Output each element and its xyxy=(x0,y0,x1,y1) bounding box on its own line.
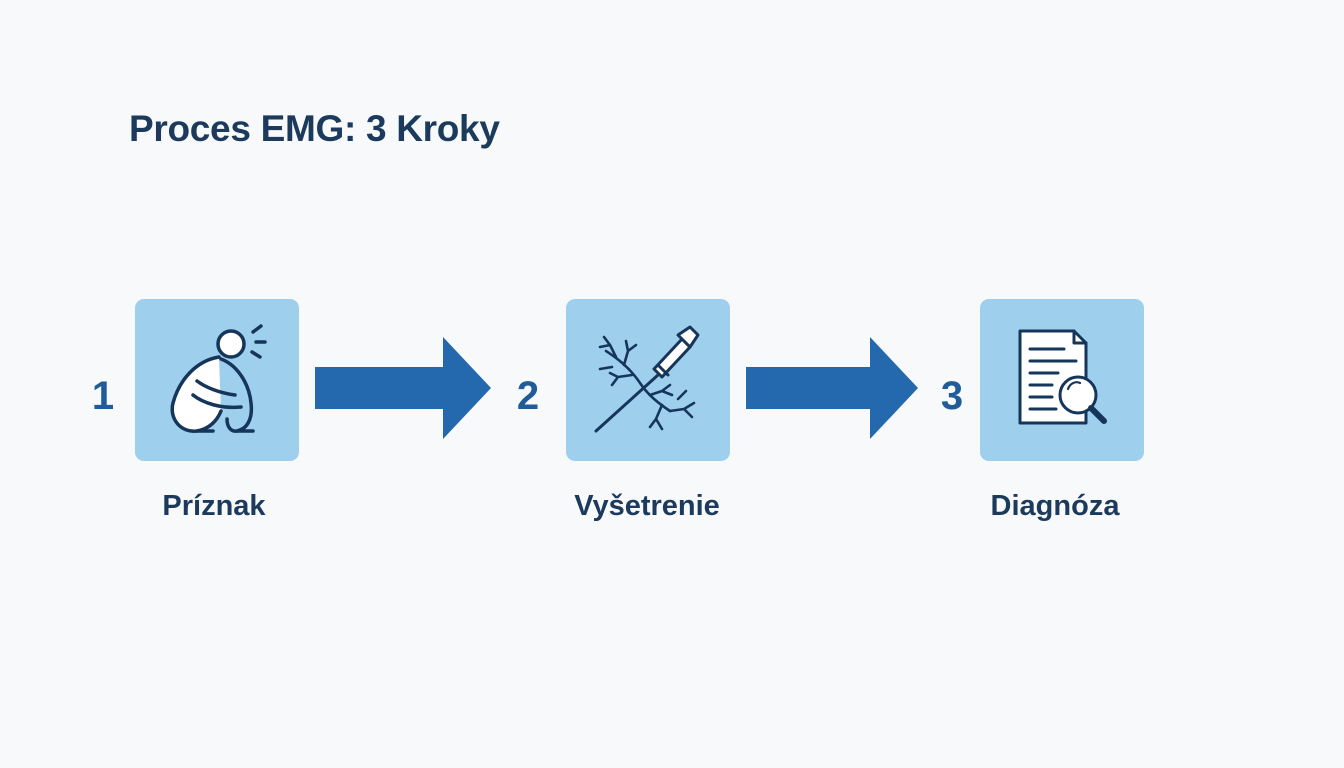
step-1-label: Príznak xyxy=(162,490,266,522)
step-3-label: Diagnóza xyxy=(990,490,1120,522)
step-3-number: 3 xyxy=(940,374,964,418)
report-magnifier-icon xyxy=(1018,329,1107,425)
person-in-pain-icon xyxy=(170,324,267,433)
step-2-label: Vyšetrenie xyxy=(574,490,720,522)
step-1-number: 1 xyxy=(91,374,115,418)
step-1-box xyxy=(135,299,299,461)
step-3-box xyxy=(980,299,1144,461)
arrow-right-icon xyxy=(746,337,918,439)
diagram-title: Proces EMG: 3 Kroky xyxy=(129,108,500,149)
step-2-number: 2 xyxy=(516,374,540,418)
step-2-box xyxy=(566,299,730,461)
emg-needle-icon xyxy=(594,325,700,433)
arrow-right-icon xyxy=(315,337,491,439)
